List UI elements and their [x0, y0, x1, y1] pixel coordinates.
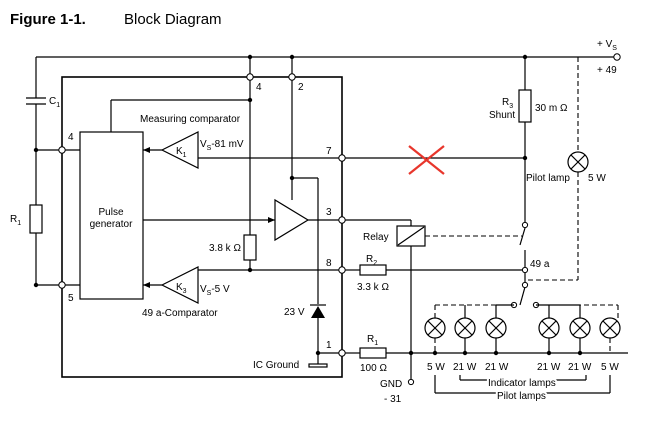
lamp-5: [569, 317, 591, 353]
resistor-3-8k: 3.8 k Ω: [209, 234, 257, 270]
k3-reference: VS-5 V: [200, 284, 230, 297]
measuring-comparator-label: Measuring comparator: [140, 114, 241, 125]
supply-rail: + VS + 49: [35, 39, 621, 98]
zener-diode: 23 V: [284, 300, 326, 353]
k3-label: K3: [176, 282, 187, 295]
cross-mark: [408, 145, 445, 175]
ic-outline: [61, 76, 343, 378]
pulse-generator-line2: generator: [90, 219, 133, 230]
driver-amplifier: [143, 198, 339, 242]
lamp-4: [538, 317, 560, 353]
relay: Relay: [345, 219, 522, 353]
figure-number: Figure 1-1.: [10, 11, 86, 28]
relay-contact: [519, 221, 529, 270]
r1-label: R1: [367, 334, 378, 347]
shunt-r3: R3 Shunt 30 m Ω: [489, 57, 568, 225]
comparator-k3: K3 VS-5 V 49 a-Comparator: [142, 266, 230, 319]
indicator-lamps-bracket: Indicator lamps: [459, 375, 587, 391]
ic-ground-label: IC Ground: [253, 360, 299, 371]
k1-label: K1: [176, 146, 187, 159]
relay-label: Relay: [363, 232, 389, 243]
r2-value: 3.3 k Ω: [357, 282, 389, 293]
vs-label: + VS: [597, 39, 617, 52]
c1-label: C1: [49, 96, 60, 109]
comparator-49a-label: 49 a-Comparator: [142, 308, 218, 319]
r3-label: R3: [502, 97, 513, 110]
lamp-watt-2: 21 W: [453, 362, 477, 373]
r38k-label: 3.8 k Ω: [209, 243, 241, 254]
lamp-watt-4: 21 W: [537, 362, 561, 373]
pilot-lamp-watt: 5 W: [588, 173, 606, 184]
comparator-k1: Measuring comparator K1 VS-81 mV: [140, 114, 244, 169]
pilot-lamp: Pilot lamp 5 W: [526, 57, 606, 281]
svg-text:7: 7: [326, 146, 332, 157]
svg-text:8: 8: [326, 258, 332, 269]
r2-label: R2: [366, 254, 377, 267]
r1-left-label: R1: [10, 214, 21, 227]
lamp-watt-5: 21 W: [568, 362, 592, 373]
svg-text:2: 2: [298, 82, 304, 93]
r1-value: 100 Ω: [360, 363, 387, 374]
pin-5: 5: [58, 281, 74, 304]
terminal-49-label: + 49: [597, 65, 617, 76]
svg-text:1: 1: [326, 340, 332, 351]
lamp-watt-3: 21 W: [485, 362, 509, 373]
lamp-watt-6: 5 W: [601, 362, 619, 373]
shunt-label: Shunt: [489, 110, 515, 121]
pilot-lamps-label: Pilot lamps: [497, 391, 546, 402]
indicator-lamps-label: Indicator lamps: [488, 378, 556, 389]
lamp-watt-1: 5 W: [427, 362, 445, 373]
lamp-1: [424, 317, 446, 353]
terminal-49a-label: 49 a: [530, 259, 550, 270]
lamp-6: [599, 317, 621, 353]
resistor-r1-left: R1: [10, 150, 43, 285]
k1-reference: VS-81 mV: [200, 139, 244, 152]
svg-text:5: 5: [68, 293, 74, 304]
shunt-value: 30 m Ω: [535, 103, 568, 114]
svg-text:4: 4: [68, 132, 74, 143]
gnd-terminal: - 31: [384, 394, 402, 405]
pulse-generator-line1: Pulse: [98, 207, 123, 218]
gnd-label: GND: [380, 379, 402, 390]
lamp-2: [454, 317, 476, 353]
pin-4: 4 4: [58, 132, 74, 154]
pilot-lamps-bracket: Pilot lamps: [434, 375, 611, 404]
resistor-r1: R1 100 Ω: [345, 334, 628, 374]
indicator-lamps: [424, 304, 621, 356]
capacitor-c1: C1: [26, 96, 60, 150]
svg-text:4: 4: [256, 82, 262, 93]
ic-ground: IC Ground: [253, 353, 328, 371]
resistor-r2: R2 3.3 k Ω: [345, 254, 525, 293]
figure-title: Block Diagram: [124, 11, 222, 28]
lamp-3: [485, 317, 507, 353]
zener-label: 23 V: [284, 307, 305, 318]
pulse-generator: Pulse generator: [79, 131, 144, 300]
pilot-lamp-label: Pilot lamp: [526, 173, 570, 184]
svg-text:3: 3: [326, 207, 332, 218]
